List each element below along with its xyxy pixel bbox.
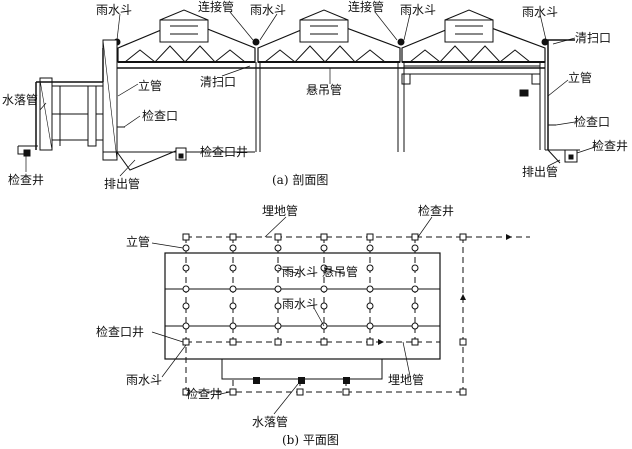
inspection-port-well-shape <box>116 147 187 171</box>
label-inspection-port-well: 检查口井 <box>200 144 248 159</box>
label-cleanout-right: 清扫口 <box>575 31 611 45</box>
roof-truss-middle <box>257 9 401 63</box>
label-downspout: 水落管 <box>2 92 38 107</box>
plan-rain-buckets <box>182 244 419 330</box>
label-connecting-pipe-2: 连接管 <box>348 0 384 14</box>
plan-label-hanging-pipe: 悬吊管 <box>322 264 358 279</box>
label-rain-bucket-1: 雨水斗 <box>96 3 132 17</box>
plan-label-rain-bucket-hanging: 雨水斗 <box>282 265 318 279</box>
inspection-well-right-shape <box>547 149 578 164</box>
label-discharge-right: 排出管 <box>522 164 558 179</box>
building-columns <box>102 39 546 161</box>
plan-leader-lines <box>151 216 433 415</box>
label-discharge-left: 排出管 <box>104 176 140 191</box>
crane-beam <box>401 65 541 97</box>
roof-truss-left <box>117 9 256 63</box>
plan-inspection-wells <box>182 233 467 396</box>
section-labels <box>25 11 599 177</box>
plan-label-buried-pipe-bottom: 埋地管 <box>388 372 424 387</box>
caption-section: (a) 剖面图 <box>272 173 328 187</box>
inspection-well-left-shape <box>17 146 31 157</box>
plan-label-inspection-port-well: 检查口井 <box>96 324 144 339</box>
plan-label-rain-bucket-inner: 雨水斗 <box>282 297 318 311</box>
plan-view <box>164 233 530 396</box>
label-riser-right: 立管 <box>568 70 592 85</box>
label-connecting-pipe-1: 连接管 <box>198 0 234 14</box>
roof-truss-right <box>401 9 546 63</box>
plan-dashed-pipes <box>185 236 530 393</box>
label-inspection-port-right: 检查口 <box>574 114 610 129</box>
label-cleanout-mid: 清扫口 <box>200 75 236 89</box>
plan-label-rain-bucket-bottom: 雨水斗 <box>126 373 162 387</box>
caption-plan: (b) 平面图 <box>282 433 339 447</box>
label-hanging-pipe: 悬吊管 <box>306 82 342 97</box>
label-inspection-port-left: 检查口 <box>142 108 178 123</box>
label-inspection-well-left: 检查井 <box>8 172 44 187</box>
ground-line <box>18 145 580 153</box>
plan-label-inspection-well-top: 检查井 <box>418 203 454 218</box>
left-downspout-frame <box>35 48 125 151</box>
riser-right <box>545 39 575 150</box>
label-inspection-well-right: 检查井 <box>592 138 628 153</box>
plan-label-buried-pipe-top: 埋地管 <box>262 203 298 218</box>
label-rain-bucket-4: 雨水斗 <box>522 5 558 19</box>
plan-label-downspout: 水落管 <box>252 414 288 429</box>
label-rain-bucket-2: 雨水斗 <box>250 3 286 17</box>
section-view <box>17 9 580 171</box>
plan-label-inspection-well-bottom: 检查井 <box>186 386 222 401</box>
plan-downspouts <box>253 377 350 384</box>
label-riser-left: 立管 <box>138 78 162 93</box>
label-rain-bucket-3: 雨水斗 <box>400 3 436 17</box>
flow-arrows <box>378 234 512 345</box>
plan-label-riser: 立管 <box>126 234 150 249</box>
